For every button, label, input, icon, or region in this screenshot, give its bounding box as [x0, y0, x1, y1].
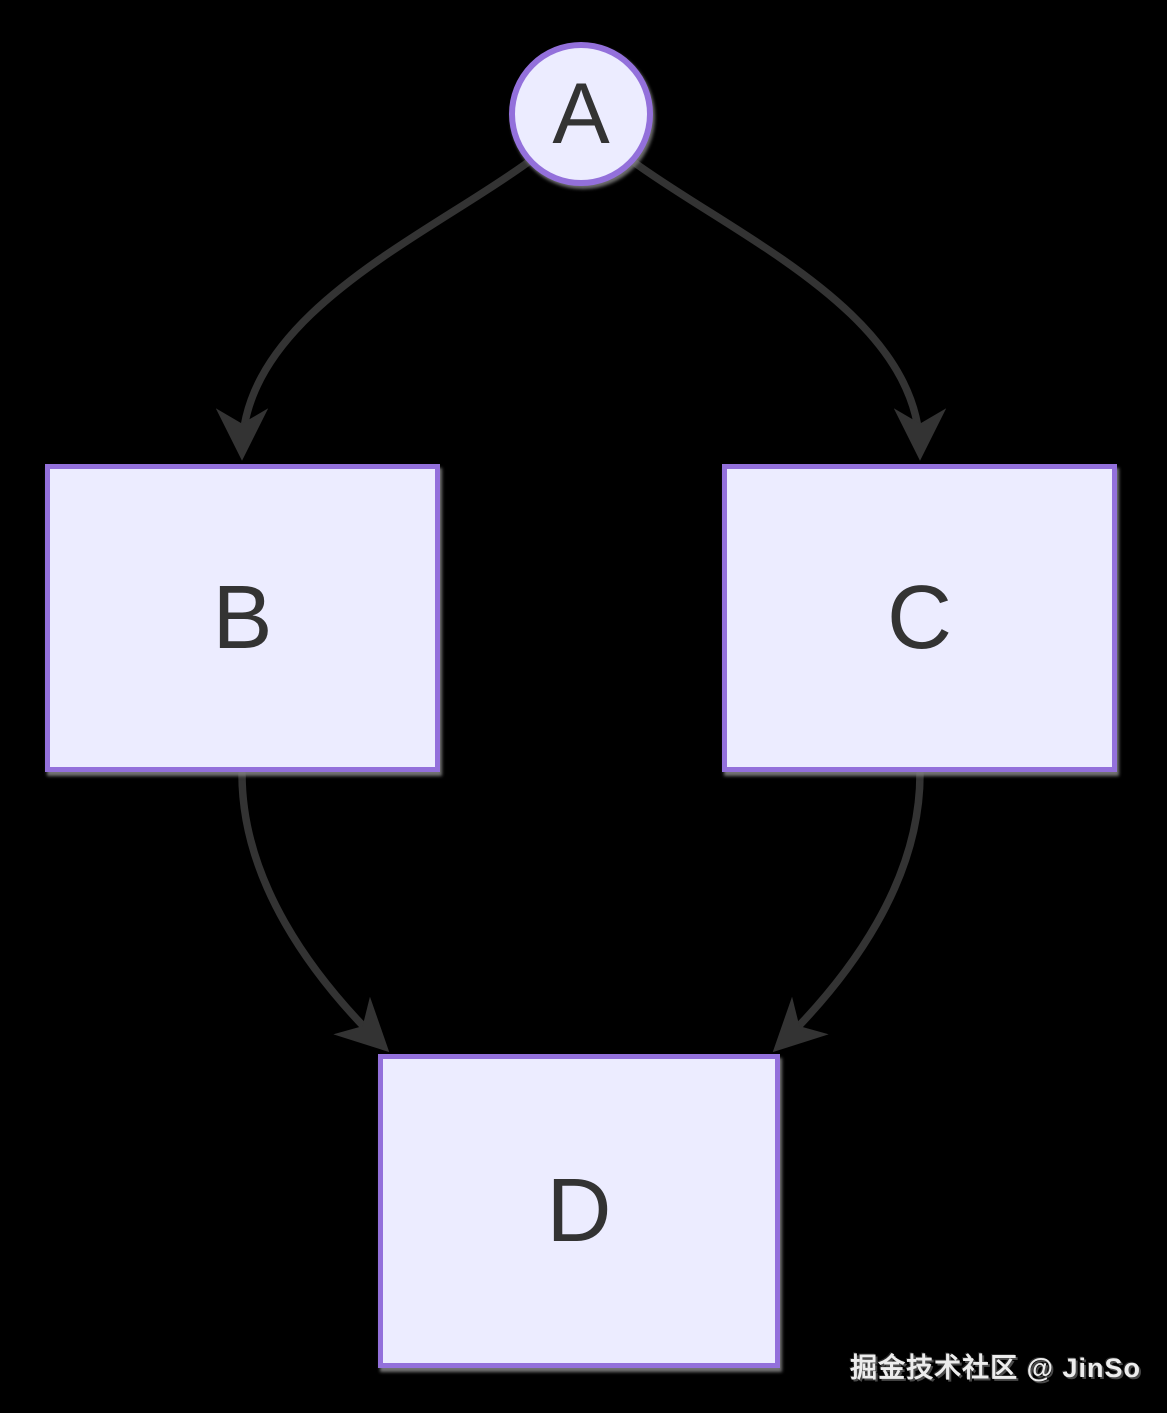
node-a: A — [509, 42, 653, 186]
watermark: 掘金技术社区 @ JinSo — [850, 1353, 1141, 1383]
node-c: C — [722, 464, 1117, 772]
node-d: D — [378, 1054, 780, 1368]
edge-a-to-c — [631, 159, 947, 461]
node-b: B — [45, 464, 440, 772]
node-b-label: B — [212, 568, 273, 668]
edge-c-to-d — [772, 770, 924, 1053]
edge-b-to-d — [238, 770, 390, 1053]
node-a-label: A — [552, 66, 610, 162]
edge-a-to-b — [215, 159, 531, 461]
node-d-label: D — [546, 1161, 612, 1261]
node-c-label: C — [887, 568, 952, 668]
